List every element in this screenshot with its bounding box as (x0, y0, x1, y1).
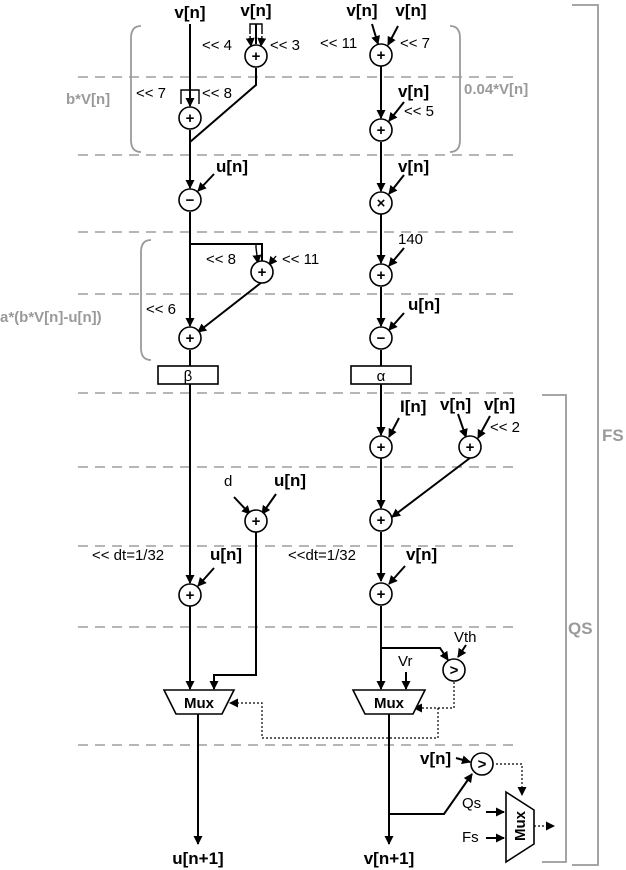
svg-text:+: + (377, 439, 386, 456)
svg-text:Mux: Mux (512, 810, 529, 841)
bracket-qs (542, 394, 567, 863)
svg-text:+: + (252, 48, 261, 65)
shift-label: << 5 (404, 103, 434, 120)
shift-label: << 7 (400, 35, 430, 52)
stage-separators (78, 76, 515, 746)
shift-dt-label: <<dt=1/32 (288, 547, 356, 564)
shift-label: << 11 (320, 35, 357, 52)
svg-text:+: + (258, 264, 267, 281)
adder-node: + (250, 260, 274, 284)
adder-node: + (369, 43, 393, 67)
shift-label: << 11 (282, 251, 319, 268)
input-u-label: u[n] (274, 471, 306, 490)
adder-node: + (369, 508, 393, 532)
input-v-label: v[n] (420, 749, 451, 768)
annotation-bv: b*V[n] (66, 91, 110, 108)
reset-vr-label: Vr (398, 653, 412, 670)
annotation-v004: 0.04*V[n] (464, 81, 528, 98)
register-beta: β (157, 365, 219, 385)
shift-dt-label: << dt=1/32 (92, 547, 164, 564)
shift-label: << 3 (270, 37, 300, 54)
svg-text:−: − (377, 330, 386, 347)
svg-text:>: > (450, 662, 459, 679)
input-v-label: v[n] (346, 1, 377, 20)
brackets (130, 4, 599, 866)
mux-qs-fs: Mux (505, 790, 535, 864)
svg-text:+: + (466, 439, 475, 456)
input-v-label: v[n] (398, 157, 429, 176)
svg-text:+: + (377, 267, 386, 284)
svg-text:Mux: Mux (374, 695, 405, 712)
input-u-label: u[n] (408, 295, 440, 314)
shift-label: << 6 (146, 301, 176, 318)
shift-label: << 2 (490, 419, 520, 436)
annotation-fs: FS (602, 426, 624, 445)
fs-input-label: Fs (462, 829, 479, 846)
adder-node: + (369, 582, 393, 606)
compare-node: > (470, 752, 494, 776)
svg-text:>: > (478, 756, 487, 773)
wires-right (229, 23, 555, 845)
svg-text:−: − (186, 192, 195, 209)
constant-140-label: 140 (398, 231, 423, 248)
mux-u: Mux (162, 689, 236, 715)
svg-text:β: β (184, 368, 193, 385)
svg-text:+: + (377, 47, 386, 64)
mux-v: Mux (351, 689, 427, 715)
adder-node: + (244, 44, 268, 68)
bracket-v004 (449, 25, 461, 153)
threshold-vth-label: Vth (454, 629, 477, 646)
svg-text:+: + (377, 586, 386, 603)
annotation-qs: QS (568, 619, 593, 638)
shift-label: << 7 (136, 85, 166, 102)
adder-node: + (458, 435, 482, 459)
adder-node: + (244, 509, 268, 533)
svg-text:+: + (186, 330, 195, 347)
wires-left (180, 23, 278, 845)
compare-node: > (442, 658, 466, 682)
bracket-fs (572, 4, 599, 866)
input-u-label: u[n] (210, 545, 242, 564)
operator-nodes: + + − + + + + + (178, 43, 494, 776)
input-v-label: v[n] (174, 3, 205, 22)
qs-input-label: Qs (462, 795, 481, 812)
input-v-label: v[n] (440, 395, 471, 414)
input-v-label: v[n] (398, 82, 429, 101)
svg-text:α: α (377, 368, 386, 385)
svg-text:×: × (377, 195, 386, 212)
shift-label: << 8 (206, 251, 236, 268)
adder-node: + (369, 263, 393, 287)
input-i-label: I[n] (400, 397, 426, 416)
svg-text:+: + (377, 122, 386, 139)
multiply-node: × (369, 191, 393, 215)
subtract-node: − (178, 188, 202, 212)
svg-text:+: + (186, 110, 195, 127)
constant-d-label: d (224, 473, 232, 490)
output-u-label: u[n+1] (172, 849, 223, 868)
input-v-label: v[n] (240, 1, 271, 20)
shift-label: << 8 (202, 85, 232, 102)
adder-node: + (178, 326, 202, 350)
bracket-bv (130, 25, 142, 153)
adder-node: + (178, 106, 202, 130)
svg-text:+: + (252, 513, 261, 530)
output-v-label: v[n+1] (364, 849, 415, 868)
svg-text:+: + (186, 587, 195, 604)
input-v-label: v[n] (406, 545, 437, 564)
svg-text:+: + (377, 512, 386, 529)
shift-label: << 4 (202, 37, 232, 54)
subtract-node: − (369, 326, 393, 350)
input-u-label: u[n] (216, 157, 248, 176)
input-v-label: v[n] (395, 1, 426, 20)
bracket-abvu (140, 239, 152, 361)
svg-text:Mux: Mux (184, 695, 215, 712)
adder-node: + (369, 435, 393, 459)
input-v-label: v[n] (484, 395, 515, 414)
adder-node: + (178, 583, 202, 607)
adder-node: + (369, 118, 393, 142)
register-alpha: α (350, 365, 412, 385)
annotation-abvu: a*(b*V[n]-u[n]) (0, 309, 102, 326)
